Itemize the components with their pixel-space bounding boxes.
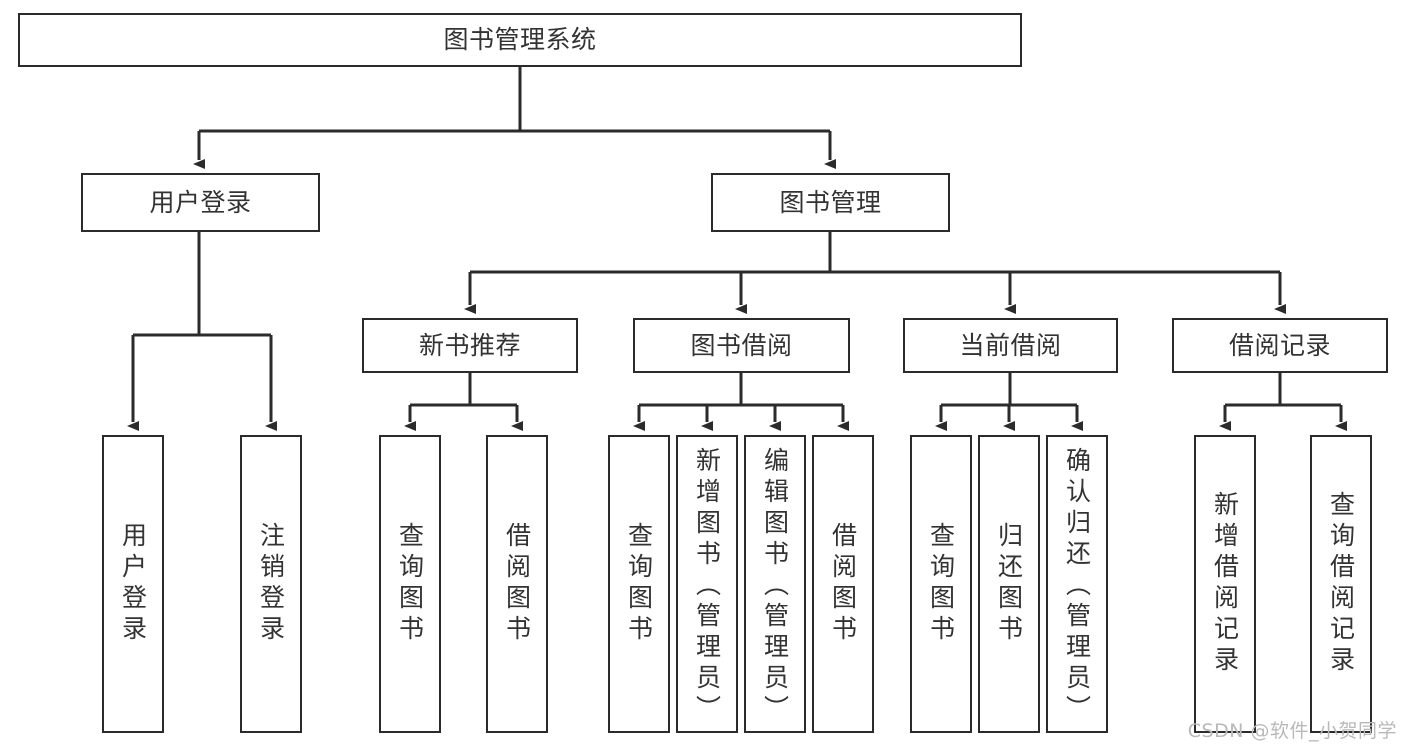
node-label: 图书管理系统	[443, 25, 597, 55]
node-label: 查询图书	[624, 522, 654, 646]
node-label: 当前借阅	[959, 330, 1062, 360]
node-label: 用户登录	[118, 522, 148, 646]
csdn-watermark: CSDN @软件_小贺同学	[1187, 720, 1397, 742]
node-book-borrowing[interactable]: 图书借阅	[633, 318, 850, 373]
leaf-user-login[interactable]: 用户登录	[102, 435, 164, 733]
node-borrowing-records[interactable]: 借阅记录	[1172, 318, 1388, 373]
leaf-borrow-books-new[interactable]: 借阅图书	[486, 435, 548, 733]
leaf-query-books-borrow[interactable]: 查询图书	[608, 435, 670, 733]
node-label: 新书推荐	[418, 330, 521, 360]
leaf-return-books[interactable]: 归还图书	[978, 435, 1040, 733]
node-label: 新增借阅记录	[1210, 491, 1240, 677]
node-user-login[interactable]: 用户登录	[81, 173, 320, 232]
leaf-borrow-books[interactable]: 借阅图书	[812, 435, 874, 733]
node-label: 借阅记录	[1228, 330, 1331, 360]
node-root-book-management-system[interactable]: 图书管理系统	[18, 13, 1022, 67]
node-label: 编辑图书（管理员）	[760, 447, 790, 726]
node-label: 查询借阅记录	[1326, 491, 1356, 677]
node-label: 借阅图书	[502, 522, 532, 646]
node-book-management[interactable]: 图书管理	[711, 173, 950, 232]
node-label: 用户登录	[149, 187, 252, 217]
leaf-add-borrow-record[interactable]: 新增借阅记录	[1194, 435, 1256, 733]
leaf-confirm-return-admin[interactable]: 确认归还（管理员）	[1046, 435, 1108, 733]
node-label: 新增图书（管理员）	[692, 447, 722, 726]
node-label: 查询图书	[395, 522, 425, 646]
leaf-edit-book-admin[interactable]: 编辑图书（管理员）	[744, 435, 806, 733]
node-label: 归还图书	[994, 522, 1024, 646]
node-label: 注销登录	[256, 522, 286, 646]
leaf-add-book-admin[interactable]: 新增图书（管理员）	[676, 435, 738, 733]
node-label: 图书借阅	[690, 330, 793, 360]
node-label: 图书管理	[779, 187, 882, 217]
node-label: 查询图书	[926, 522, 956, 646]
leaf-query-borrow-record[interactable]: 查询借阅记录	[1310, 435, 1372, 733]
leaf-logout[interactable]: 注销登录	[240, 435, 302, 733]
node-label: 确认归还（管理员）	[1062, 447, 1092, 726]
node-label: 借阅图书	[828, 522, 858, 646]
node-new-book-recommendation[interactable]: 新书推荐	[362, 318, 578, 373]
leaf-query-books-new[interactable]: 查询图书	[379, 435, 441, 733]
leaf-query-books-current[interactable]: 查询图书	[910, 435, 972, 733]
node-current-borrowing[interactable]: 当前借阅	[903, 318, 1118, 373]
